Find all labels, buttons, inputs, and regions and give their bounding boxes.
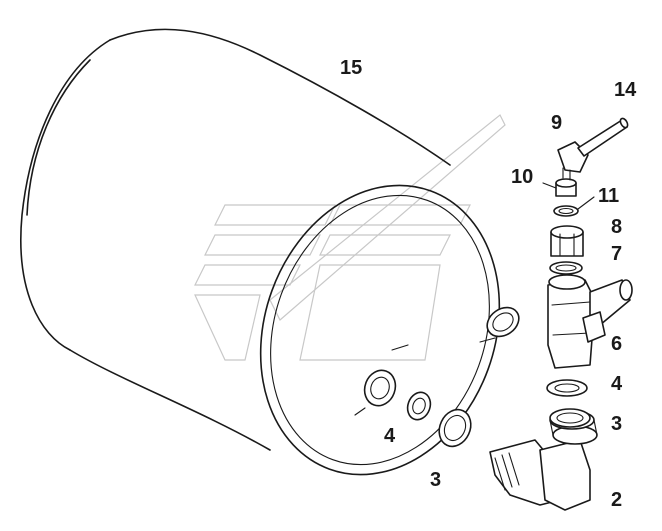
leader-lines <box>542 182 595 210</box>
label-4-left: 4 <box>384 425 396 447</box>
sealing-washer-right <box>546 379 588 397</box>
logo-watermark-icon <box>194 114 506 361</box>
label-10: 10 <box>511 166 534 188</box>
label-4-right: 4 <box>611 373 623 395</box>
label-11: 11 <box>598 185 620 207</box>
air-reservoir-tank <box>20 28 520 476</box>
label-6: 6 <box>611 333 623 355</box>
drain-valve <box>547 274 633 369</box>
o-ring <box>553 205 579 217</box>
label-3-right: 3 <box>611 413 623 435</box>
nut <box>555 178 577 197</box>
label-7: 7 <box>611 243 623 265</box>
label-2: 2 <box>611 489 623 511</box>
sealing-ring-left <box>438 408 472 448</box>
label-8: 8 <box>611 216 623 238</box>
label-15: 15 <box>340 57 363 79</box>
sealing-ring-right <box>549 408 591 428</box>
union-nut <box>550 225 584 257</box>
label-9: 9 <box>551 112 563 134</box>
drain-cable <box>577 117 629 157</box>
label-14: 14 <box>614 79 637 101</box>
seal-ring <box>549 261 583 275</box>
label-3-left: 3 <box>430 469 442 491</box>
